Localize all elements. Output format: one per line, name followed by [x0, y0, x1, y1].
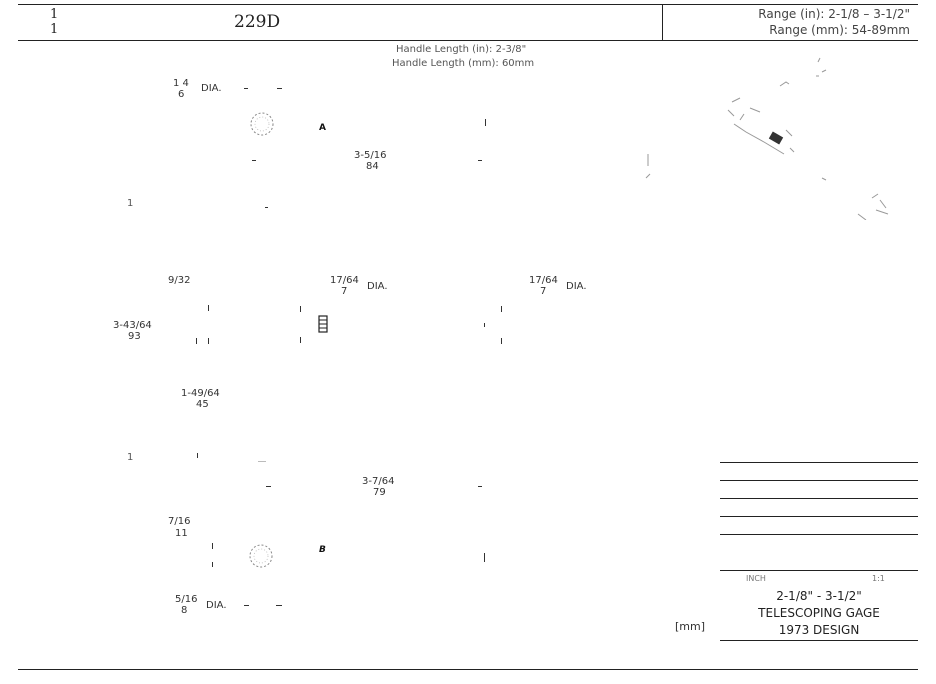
- dim-extension-right: [478, 160, 482, 161]
- titleblock-name: TELESCOPING GAGE: [758, 606, 880, 620]
- dim-handle-offset-fraction: 1-49/64: [181, 388, 220, 399]
- mid-mark-c: [501, 306, 502, 312]
- mid-mark-b: [300, 306, 301, 312]
- titleblock-units: [mm]: [675, 620, 706, 633]
- dim-handle-offset-mm: 45: [196, 399, 209, 410]
- small-mark-1: [265, 207, 268, 208]
- titleblock-bottom-line: [720, 640, 918, 641]
- view-marker-1: 1: [127, 198, 134, 209]
- dim-head-length-fraction: 3-43/64: [113, 320, 152, 331]
- dim-overall-bottom-mm: 79: [373, 487, 386, 498]
- dim-stem-diameter-right-mm: 7: [540, 286, 547, 297]
- dim-leader-2: [277, 88, 282, 89]
- dim-stem-diameter-right-suffix: DIA.: [566, 281, 587, 292]
- dim-stem-diameter-left-fraction: 17/64: [330, 275, 359, 286]
- titleblock-line-2: [720, 480, 918, 481]
- titleblock-scale-label: 1:1: [872, 574, 885, 583]
- mid-mark-d: [196, 338, 197, 344]
- dim-head-diameter-mm: 6: [178, 89, 185, 100]
- footer-border: [18, 669, 918, 670]
- titleblock-line-3: [720, 498, 918, 499]
- dim-leader-4: [276, 605, 282, 606]
- dim-extension-left: [252, 160, 256, 161]
- section-view-middle: [318, 315, 328, 333]
- bottom-mark-c: [212, 543, 213, 549]
- dim-head-diameter-suffix: DIA.: [201, 83, 222, 94]
- isometric-gage-view: [645, 57, 889, 220]
- dim-stem-diameter-left-mm: 7: [341, 286, 348, 297]
- dim-overall-top-mm: 84: [366, 161, 379, 172]
- dim-overall-bottom-fraction: 3-7/64: [362, 476, 395, 487]
- dim-tip-diameter-fraction: 5/16: [175, 594, 198, 605]
- range-inches: Range (in): 2-1/8 – 3-1/2": [758, 7, 910, 21]
- titleblock-units-label: INCH: [746, 574, 766, 583]
- handle-length-inches: Handle Length (in): 2-3/8": [396, 44, 527, 55]
- titleblock-range: 2-1/8" - 3-1/2": [776, 589, 862, 603]
- view-marker-2: 1: [127, 452, 134, 463]
- page-number: 1: [50, 7, 59, 22]
- mid-mark-a: [208, 305, 209, 311]
- dim-leader-1: [244, 88, 248, 89]
- dim-tip-diameter-suffix: DIA.: [206, 600, 227, 611]
- part-number: 229D: [234, 12, 281, 32]
- dim-extension-left-bottom: [266, 486, 271, 487]
- bottom-mark-a: [197, 453, 198, 458]
- dim-head-length-mm: 93: [128, 331, 141, 342]
- range-millimeters: Range (mm): 54-89mm: [769, 23, 910, 37]
- bottom-mark-d: [212, 562, 213, 567]
- dim-plunger-fraction: 7/16: [168, 516, 191, 527]
- mid-mark-h: [484, 323, 485, 327]
- bottom-mark-b: [258, 461, 266, 462]
- mid-mark-f: [300, 337, 301, 343]
- dim-overall-top-fraction: 3-5/16: [354, 150, 387, 161]
- titleblock-line-6: [720, 570, 918, 571]
- dim-stem-diameter-right-fraction: 17/64: [529, 275, 558, 286]
- header-divider: [662, 4, 663, 40]
- titleblock-line-5: [720, 534, 918, 535]
- section-label-a: A: [319, 123, 326, 133]
- section-label-b: B: [319, 545, 326, 555]
- gage-head-top-view: [250, 112, 274, 136]
- dim-extension-right-bottom: [478, 486, 482, 487]
- plunger-tip-top: [485, 119, 486, 126]
- dim-plunger-mm: 11: [175, 528, 188, 539]
- page-total: 1: [50, 22, 59, 37]
- dim-thickness: 9/32: [168, 275, 191, 286]
- gage-head-bottom-view: [249, 544, 273, 568]
- mid-mark-e: [208, 338, 209, 344]
- dim-stem-diameter-left-suffix: DIA.: [367, 281, 388, 292]
- titleblock-design: 1973 DESIGN: [778, 623, 860, 637]
- header-bottom-border: [18, 40, 918, 41]
- mid-mark-g: [501, 338, 502, 344]
- dim-head-diameter-fraction: 1 4: [173, 78, 189, 89]
- plunger-tip-bottom: [484, 553, 485, 562]
- handle-length-mm: Handle Length (mm): 60mm: [392, 58, 535, 69]
- header-top-border: [18, 4, 918, 5]
- titleblock-line-1: [720, 462, 918, 463]
- dim-tip-diameter-mm: 8: [181, 605, 188, 616]
- titleblock-line-4: [720, 516, 918, 517]
- dim-leader-3: [244, 605, 249, 606]
